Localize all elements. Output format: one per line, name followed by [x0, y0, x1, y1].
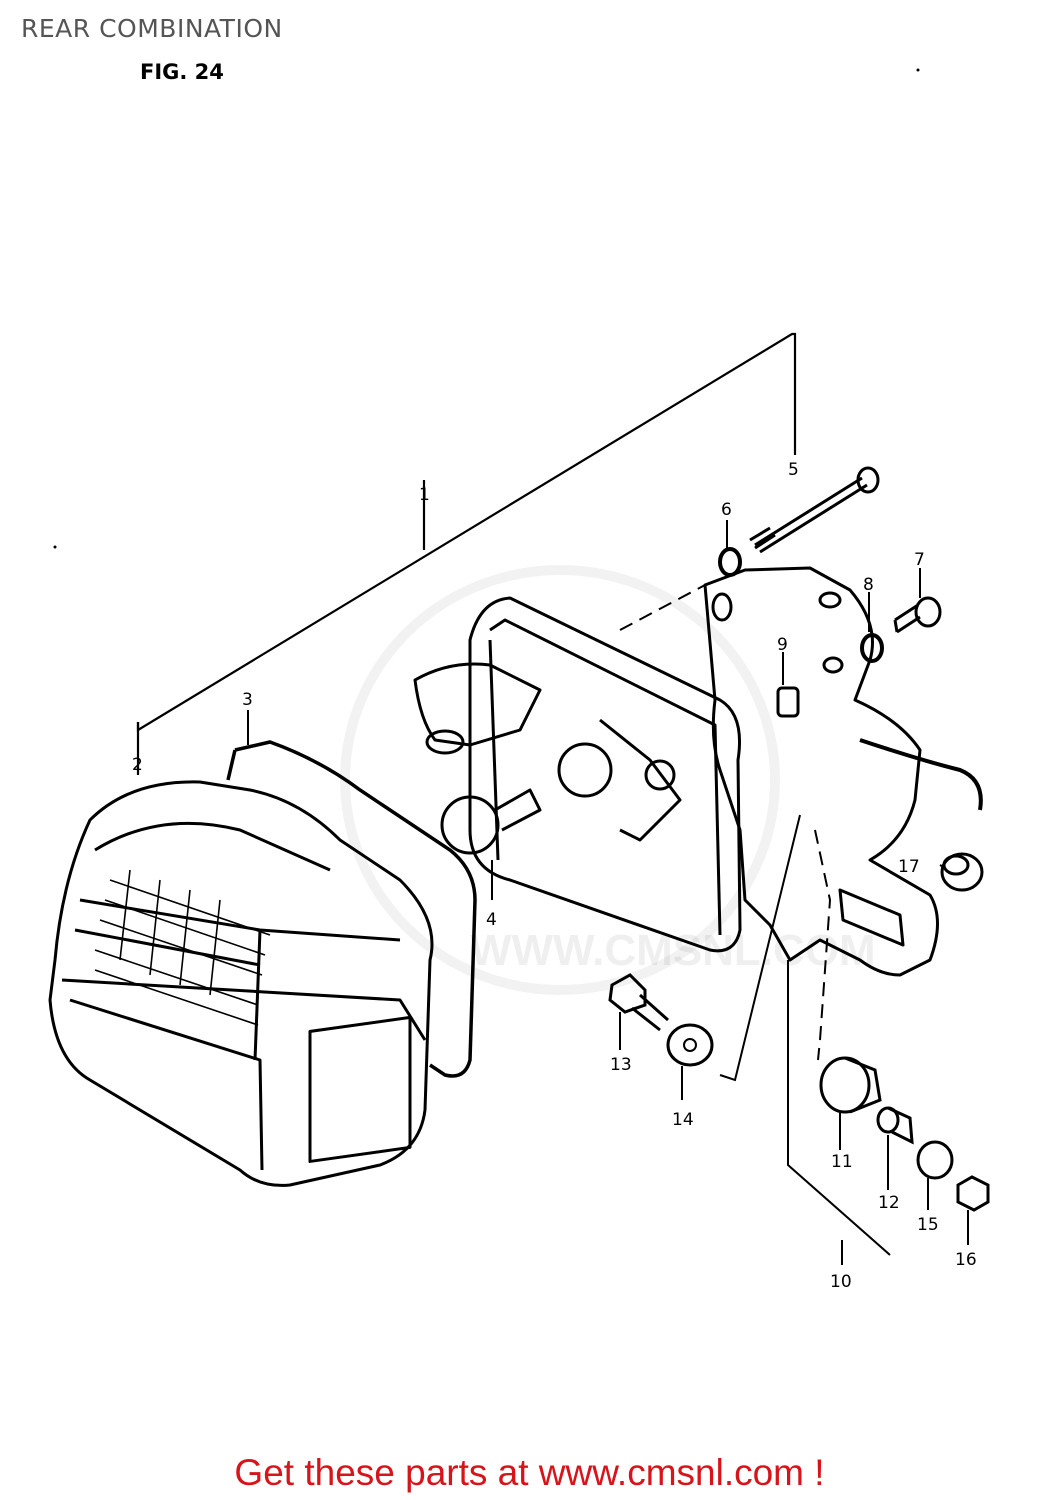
footer-link[interactable]: Get these parts at www.cmsnl.com !	[234, 1452, 825, 1493]
callout-1: 1	[419, 485, 430, 505]
lamp-housing	[413, 596, 742, 953]
callout-11: 11	[831, 1152, 853, 1172]
washer-14	[666, 1023, 714, 1067]
callout-6: 6	[721, 500, 732, 520]
washer-15	[916, 1140, 954, 1180]
collar-12	[876, 1106, 914, 1145]
callout-12: 12	[878, 1193, 900, 1213]
washer-6	[718, 547, 742, 577]
lens-assembly	[48, 780, 434, 1187]
bolt-13	[608, 973, 669, 1032]
figure-label: FIG. 24	[140, 60, 224, 84]
page-title: REAR COMBINATION	[21, 14, 283, 43]
callout-numbers: 1 2 3 4 5 6 7 8 9 10 11 12 13 14 15 16 1…	[132, 460, 977, 1292]
callout-15: 15	[917, 1215, 939, 1235]
grommet-11	[819, 1056, 882, 1114]
collar-9	[776, 686, 800, 718]
callout-10: 10	[830, 1272, 852, 1292]
callout-2: 2	[132, 755, 143, 775]
callout-4: 4	[486, 910, 497, 930]
callout-14: 14	[672, 1110, 694, 1130]
callout-16: 16	[955, 1250, 977, 1270]
mounting-bracket	[703, 566, 983, 977]
bulb	[440, 795, 500, 855]
gasket	[234, 740, 477, 1078]
assembly-lines	[619, 584, 891, 1265]
part-1-leader	[136, 332, 797, 775]
grommet-17	[940, 852, 984, 892]
nut-16	[956, 1175, 990, 1212]
callout-3: 3	[242, 690, 253, 710]
callout-7: 7	[914, 550, 925, 570]
screw-7	[893, 596, 942, 634]
washer-8	[860, 633, 884, 663]
callout-5: 5	[788, 460, 799, 480]
callout-9: 9	[777, 635, 788, 655]
callout-8: 8	[863, 575, 874, 595]
watermark-text: WWW.CMSNL.COM	[470, 926, 876, 975]
callout-13: 13	[610, 1055, 632, 1075]
callout-leaders	[247, 520, 969, 1245]
bolt-5	[749, 466, 880, 554]
callout-17: 17	[898, 857, 920, 877]
